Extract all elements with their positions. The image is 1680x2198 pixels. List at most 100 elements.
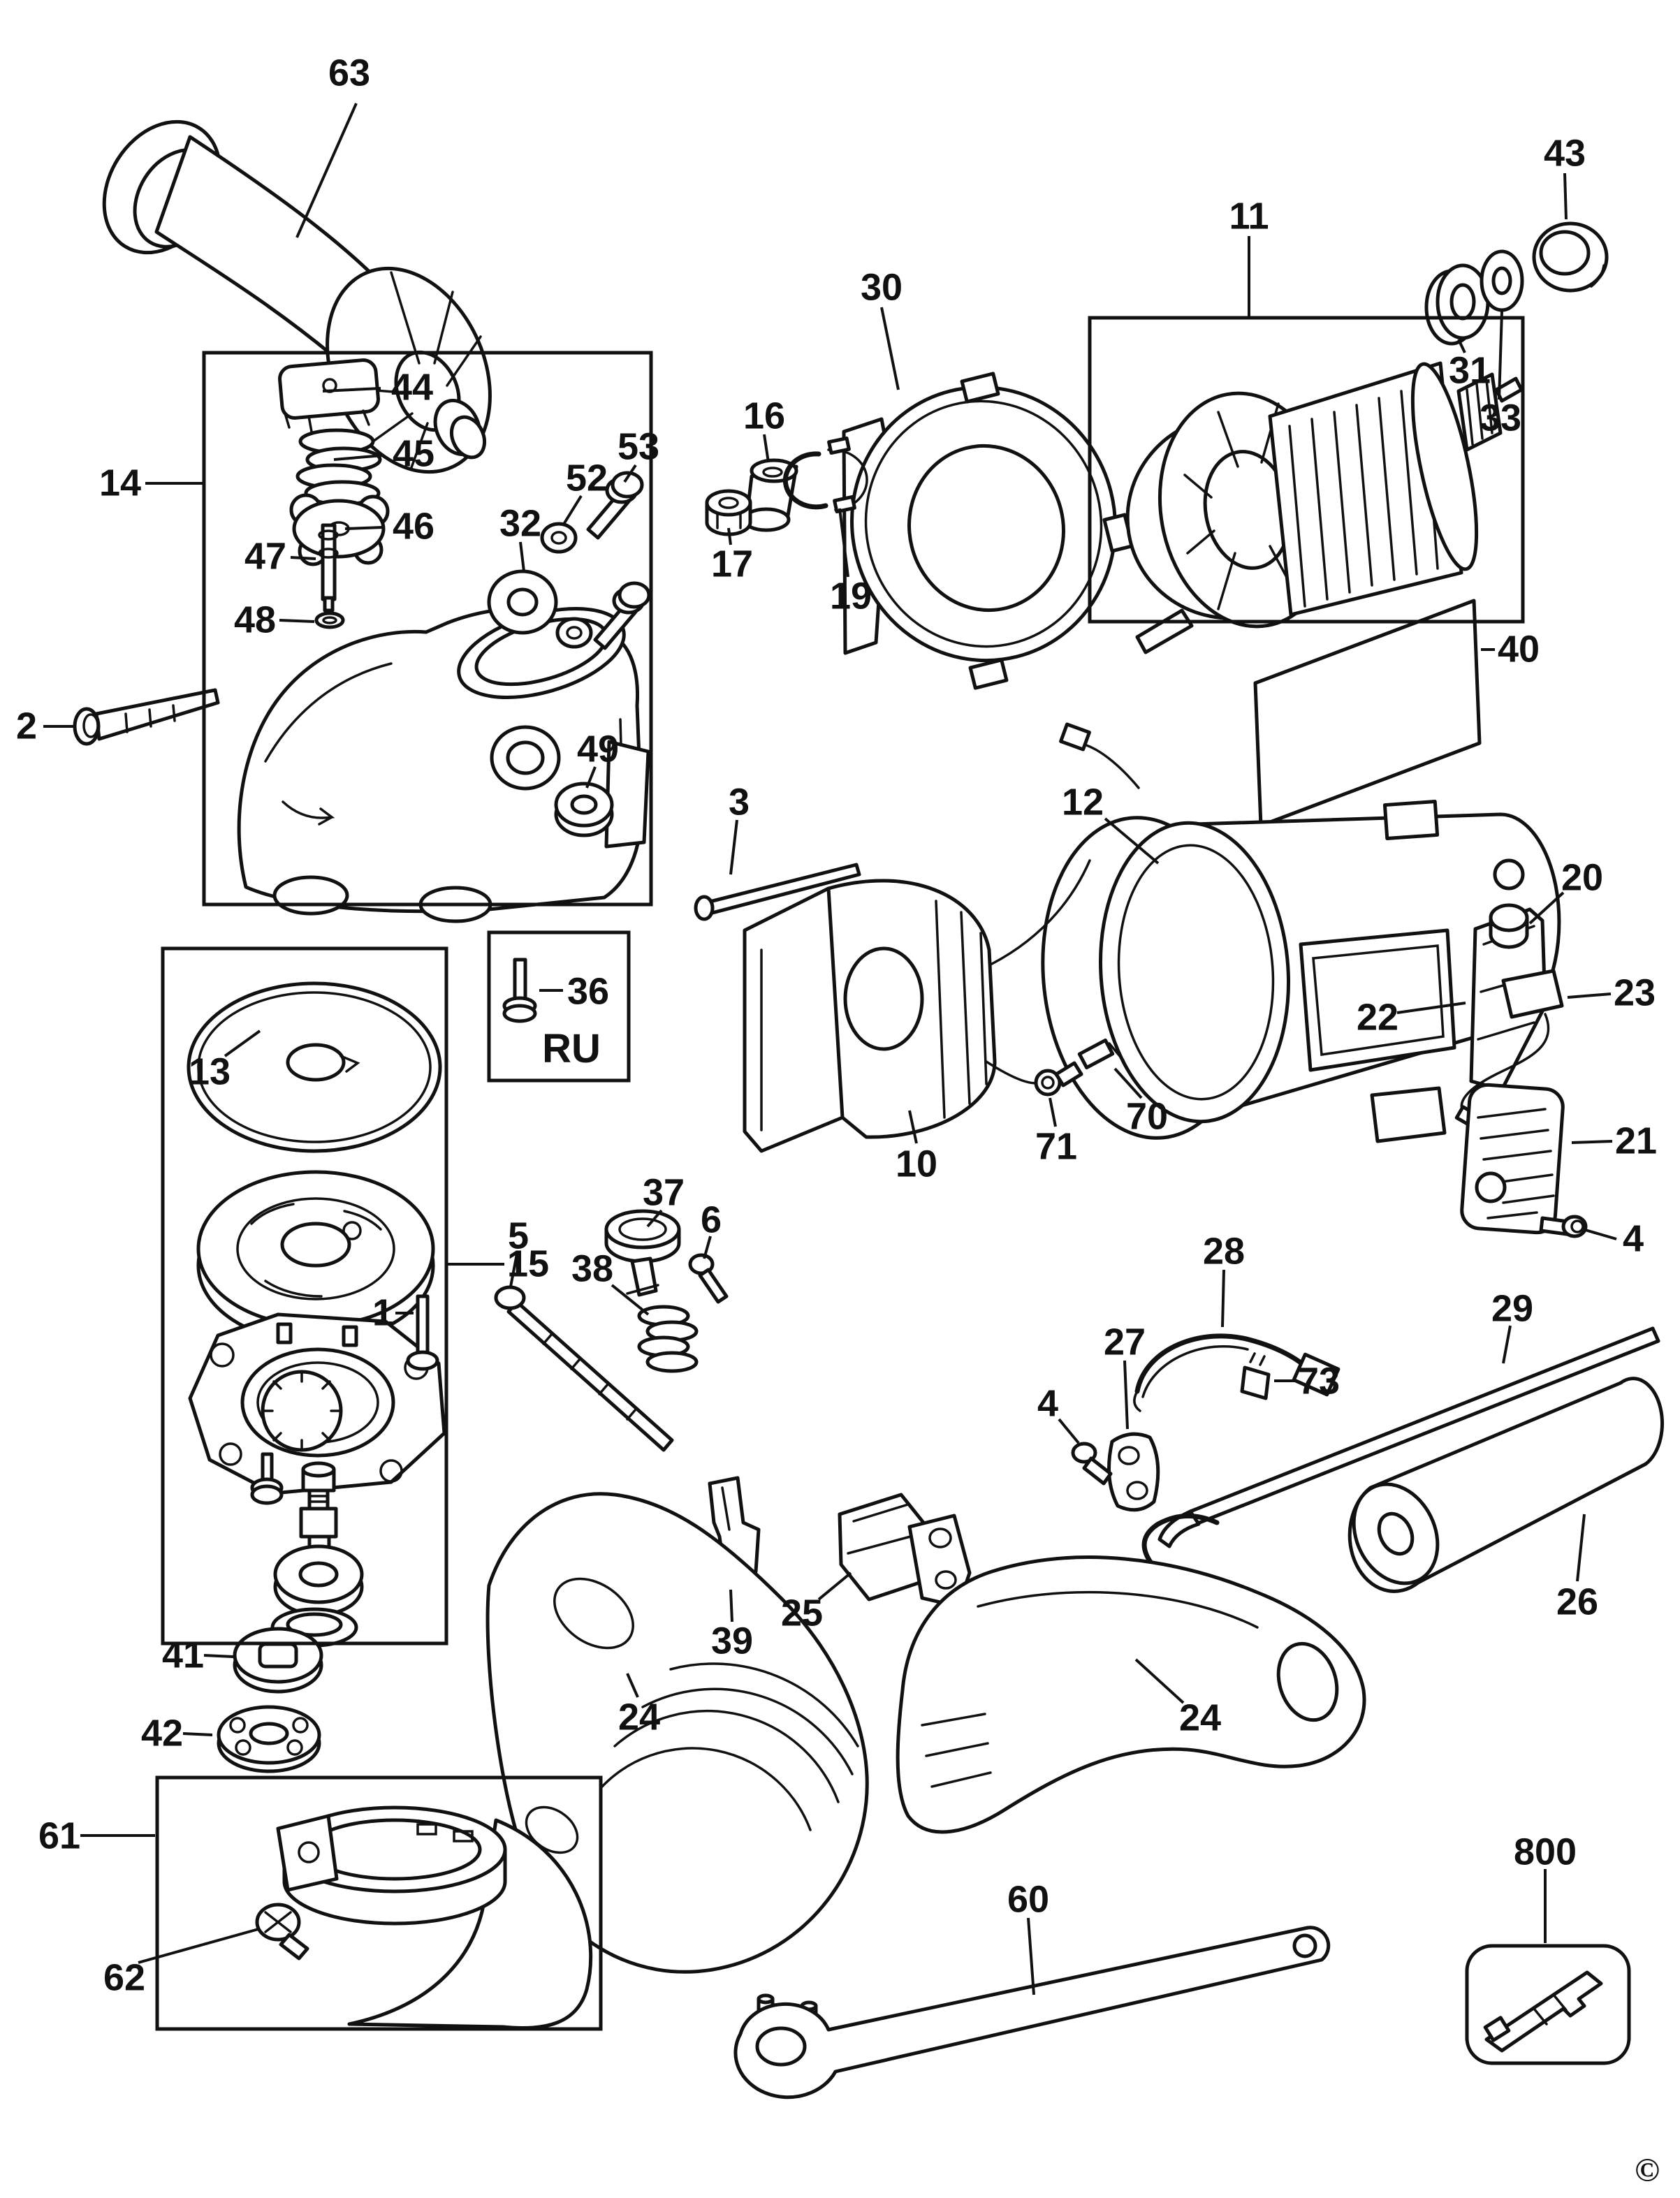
part-42-outer-flange-drawing	[217, 1705, 321, 1773]
leader-line-46	[344, 526, 384, 530]
part-label-6: 6	[701, 1199, 722, 1240]
part-label-42: 42	[141, 1712, 183, 1754]
part-label-70: 70	[1126, 1095, 1168, 1137]
part-label-46: 46	[393, 505, 434, 547]
part-4-handle-screw-drawing	[1071, 1442, 1113, 1486]
part-label-11: 11	[1229, 195, 1269, 237]
part-label-61: 61	[38, 1815, 80, 1856]
part-label-13: 13	[189, 1050, 231, 1092]
part-label-5: 5	[508, 1215, 529, 1256]
part-30-baffle-drawing	[842, 372, 1134, 690]
leader-line-4-handle-screw	[1058, 1418, 1080, 1444]
leader-line-44	[322, 387, 381, 393]
ru-screw-variant-box	[487, 930, 631, 1083]
part-label-39: 39	[711, 1620, 753, 1662]
part-label-33: 33	[1480, 397, 1521, 439]
part-45-spring-drawing	[295, 428, 382, 506]
part-label-30: 30	[861, 266, 903, 308]
part-63-side-handle-drawing	[102, 119, 492, 474]
part-19-clamp-ring-drawing	[782, 436, 868, 514]
leader-line-71	[1049, 1097, 1057, 1127]
leader-line-19	[838, 508, 849, 578]
part-53-screws-drawing	[586, 471, 651, 650]
part-label-25: 25	[781, 1592, 823, 1634]
part-3-pin-drawing	[694, 863, 861, 921]
part-label-21: 21	[1615, 1120, 1657, 1162]
part-49-spacer-drawing	[554, 782, 614, 837]
part-label-15: 15	[507, 1243, 549, 1284]
leader-line-17	[727, 527, 732, 545]
part-label-24-left-handle-half: 24	[618, 1696, 660, 1738]
part-46-star-washer-drawing	[289, 493, 390, 566]
wheel-guard-group-box	[155, 1775, 603, 2031]
part-73-clip-drawing	[1240, 1352, 1271, 1400]
leader-line-37	[646, 1209, 663, 1228]
part-17-nut-drawing	[705, 489, 752, 536]
leader-line-52	[562, 494, 583, 527]
part-43-bearing-cap-drawing	[1532, 221, 1609, 293]
part-drawings	[73, 119, 1665, 2100]
part-12-motor-housing-drawing	[1041, 722, 1561, 1143]
part-48-o-ring-drawing	[314, 611, 345, 629]
part-label-4-handle-screw: 4	[1037, 1382, 1058, 1424]
part-label-28: 28	[1203, 1230, 1245, 1272]
part-label-52: 52	[566, 457, 608, 499]
part-label-37: 37	[643, 1171, 685, 1213]
part-10-field-drawing	[743, 859, 1091, 1153]
leader-line-10	[908, 1110, 918, 1144]
part-number-labels: 6344454614474853523224930161719114331334…	[16, 52, 1660, 2188]
armature-group-box	[1088, 316, 1525, 624]
part-label-20: 20	[1561, 856, 1603, 898]
part-6-screw-drawing	[688, 1253, 729, 1304]
leader-line-39	[729, 1589, 733, 1622]
part-label-1: 1	[372, 1291, 393, 1333]
part-44-lock-button-cap-drawing	[278, 358, 380, 433]
leader-line-38	[611, 1284, 650, 1316]
part-33-washer-drawing	[1480, 249, 1524, 312]
leader-line-5	[509, 1253, 518, 1287]
part-label-17: 17	[711, 543, 753, 585]
leader-line-22	[1396, 1002, 1466, 1014]
leader-line-49	[585, 766, 597, 789]
part-41-inner-flange-drawing	[233, 1627, 323, 1694]
leader-line-31	[1457, 339, 1466, 353]
leader-line-13	[224, 1030, 261, 1057]
leader-line-62	[138, 1928, 259, 1964]
leader-line-45	[333, 454, 384, 461]
part-60-pin-wrench-drawing	[733, 1926, 1331, 2100]
leader-line-23	[1567, 992, 1612, 999]
part-label-31: 31	[1449, 349, 1491, 391]
leader-line-48	[279, 619, 315, 623]
part-label-71: 71	[1035, 1125, 1077, 1167]
service-kit-box	[1465, 1944, 1631, 2065]
leader-line-21	[1571, 1140, 1613, 1144]
part-label-14: 14	[99, 462, 141, 504]
bearing-flange-plate-drawing	[188, 1312, 446, 1495]
part-label-2: 2	[16, 705, 37, 747]
leader-line-30	[880, 307, 900, 390]
leader-line-32	[519, 541, 525, 572]
leader-line-4-brush-cover-screw	[1582, 1228, 1617, 1240]
part-27-cord-clamp-drawing	[1107, 1432, 1160, 1512]
leader-line-16	[763, 434, 770, 463]
part-47-lock-pin-drawing	[318, 523, 339, 613]
leader-line-28	[1221, 1269, 1225, 1328]
leader-line-3	[729, 819, 738, 875]
part-label-800: 800	[1514, 1831, 1577, 1873]
part-label-36: 36	[567, 970, 609, 1012]
part-25-switch-drawing	[838, 1493, 972, 1609]
part-label-53: 53	[618, 425, 659, 467]
part-label-22: 22	[1357, 996, 1398, 1038]
part-label-4-brush-cover-screw: 4	[1623, 1217, 1644, 1259]
part-label-10: 10	[896, 1143, 937, 1185]
leader-line-41	[203, 1654, 234, 1658]
part-28-wire-guide-drawing	[1133, 1333, 1341, 1412]
part-label-12: 12	[1062, 781, 1104, 823]
leader-line-60	[1027, 1917, 1035, 1995]
part-2-screw-drawing	[73, 688, 220, 746]
part-11-armature-drawing	[1125, 361, 1524, 654]
leader-line-6	[703, 1236, 712, 1259]
part-26-grip-drawing	[1347, 1377, 1665, 1593]
